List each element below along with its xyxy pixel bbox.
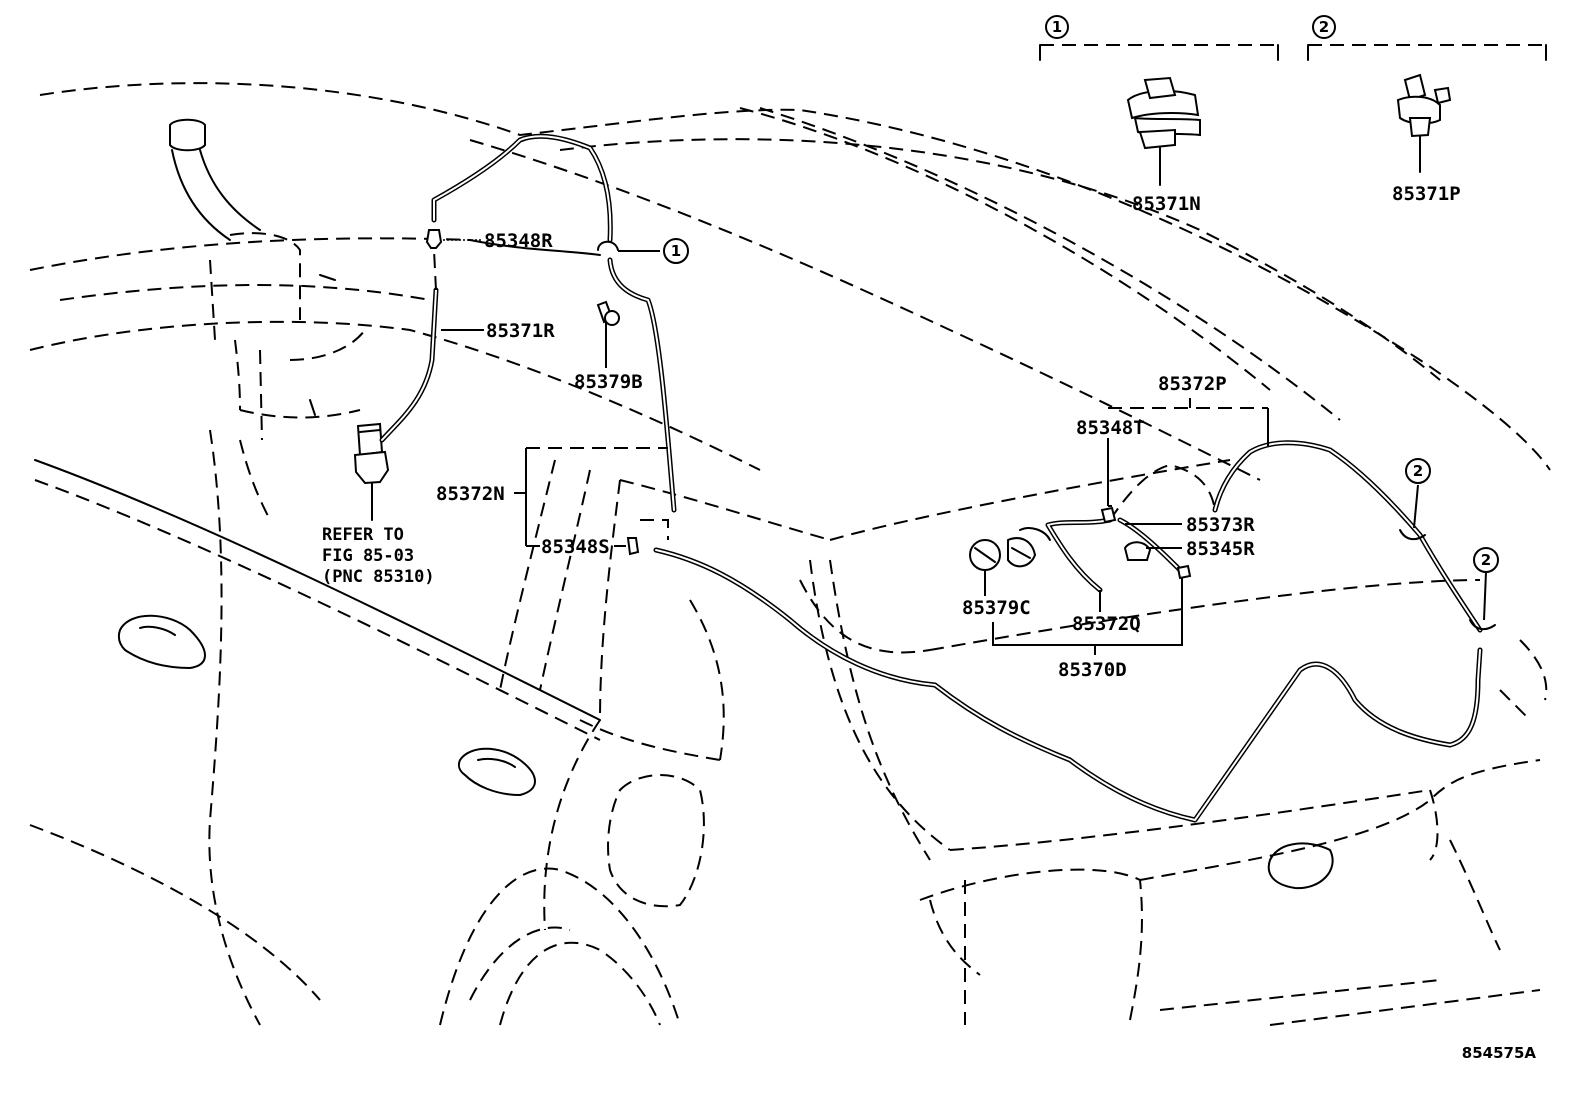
callout-2-rear-clip-b: 2 [1473, 547, 1499, 573]
note-line-1: REFER TO [322, 525, 404, 545]
label-85372N: 85372N [436, 483, 505, 505]
label-85379C: 85379C [962, 597, 1031, 619]
callout-1-number: 1 [671, 242, 681, 260]
label-85373R: 85373R [1186, 514, 1255, 536]
note-line-3: (PNC 85310) [322, 567, 435, 587]
small-parts [425, 229, 1496, 631]
label-85379B: 85379B [574, 371, 643, 393]
label-85348S: 85348S [541, 536, 610, 558]
part-labels: 85348R 85371R 85379B 85372N 85348S 85372… [436, 183, 1461, 681]
label-85348R: 85348R [484, 230, 553, 252]
washer-hose-lines [379, 133, 1483, 823]
callout-2b-number: 2 [1481, 551, 1491, 569]
label-85371P: 85371P [1392, 183, 1461, 205]
inset-bracket-1: 1 [1039, 15, 1279, 61]
clip-85371n-illustration [1126, 76, 1201, 186]
callout-1-front-clip: 1 [663, 238, 689, 264]
callout-2a-number: 2 [1413, 462, 1423, 480]
washer-tank [169, 118, 366, 441]
label-85345R: 85345R [1186, 538, 1255, 560]
washer-pump-85310 [353, 422, 390, 521]
label-85348T: 85348T [1076, 417, 1145, 439]
label-85370D: 85370D [1058, 659, 1127, 681]
figure-id: 854575A [1462, 1044, 1537, 1062]
callout-2-rear-clip-a: 2 [1405, 458, 1431, 484]
reference-note: REFER TO FIG 85-03 (PNC 85310) [322, 525, 435, 587]
vehicle-body-outline [29, 82, 1551, 1026]
label-85372P: 85372P [1158, 373, 1227, 395]
callout-2-inset: 2 [1319, 18, 1329, 36]
leader-lines [371, 239, 1487, 655]
label-85371R: 85371R [486, 320, 555, 342]
note-line-2: FIG 85-03 [322, 546, 414, 566]
inset-bracket-2: 2 [1307, 15, 1547, 61]
label-85371N: 85371N [1132, 193, 1201, 215]
clip-85371p-illustration [1396, 73, 1452, 173]
callout-1-inset: 1 [1052, 18, 1062, 36]
label-85372Q: 85372Q [1072, 613, 1141, 635]
